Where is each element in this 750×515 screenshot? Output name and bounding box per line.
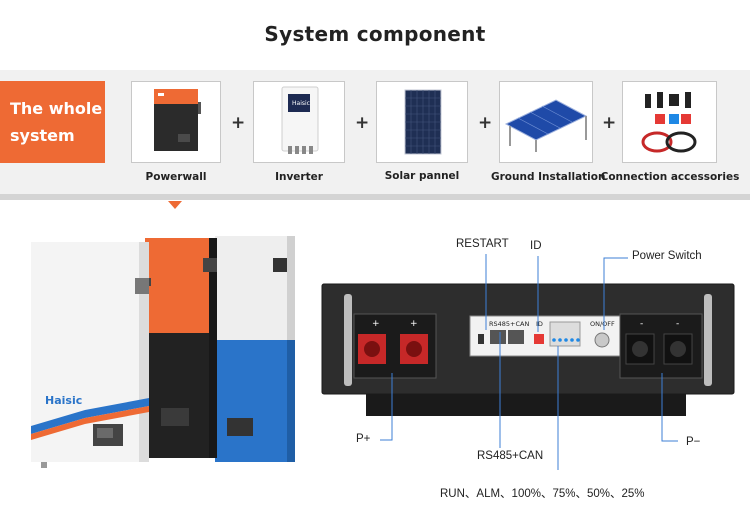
inverter-logo-text: Haisic	[292, 100, 310, 107]
connection-accessories-card[interactable]	[622, 81, 717, 163]
connection-accessories-thumb-image	[641, 92, 697, 153]
powerwall-card[interactable]	[131, 81, 221, 163]
id-port-label: ID	[536, 320, 543, 328]
port-minus-2: -	[676, 319, 679, 329]
component-label-connection-accessories: Connection accessories	[600, 171, 740, 183]
callout-p-minus: P−	[686, 436, 701, 448]
whole-system-line2: system	[10, 126, 75, 145]
port-plus-1: +	[372, 319, 380, 329]
callout-rs485-can: RS485+CAN	[477, 450, 544, 462]
plus-sign: +	[602, 113, 617, 133]
component-label-inverter: Inverter	[275, 171, 323, 183]
plus-sign: +	[478, 113, 493, 133]
component-label-solar-panel: Solar pannel	[384, 170, 460, 182]
ground-installation-thumb-image	[504, 99, 588, 152]
port-plus-2: +	[410, 319, 418, 329]
battery-front-panel-image: + + RS485+CAN ID ON/OFF - -	[321, 283, 735, 416]
callout-p-plus: P+	[356, 433, 371, 445]
callout-restart: RESTART	[456, 238, 509, 250]
port-minus-1: -	[640, 319, 643, 329]
brand-logo-text: Haisic	[45, 394, 82, 407]
whole-system-label: The whole system	[10, 95, 105, 149]
callout-id: ID	[530, 240, 542, 252]
band-divider	[0, 194, 750, 200]
ground-installation-card[interactable]	[499, 81, 593, 163]
switch-label: ON/OFF	[590, 320, 615, 328]
whole-system-block	[0, 81, 105, 163]
callout-indicators: RUN、ALM、100%、75%、50%、25%	[440, 488, 645, 500]
selected-indicator-icon	[168, 201, 182, 209]
component-label-powerwall: Powerwall	[145, 171, 207, 183]
solar-panel-card[interactable]	[376, 81, 468, 163]
rs485-port-label: RS485+CAN	[489, 320, 529, 328]
solar-panel-thumb-image	[404, 89, 442, 155]
inverter-card[interactable]: Haisic	[253, 81, 345, 163]
plus-sign: +	[231, 113, 246, 133]
callout-power-switch: Power Switch	[632, 250, 702, 262]
component-label-ground-installation: Ground Installation	[491, 171, 606, 183]
powerwall-thumb-image	[154, 89, 201, 151]
page-title: System component	[264, 22, 486, 46]
plus-sign: +	[355, 113, 370, 133]
whole-system-line1: The whole	[10, 99, 103, 118]
powerwall-product-image: Haisic	[31, 236, 295, 468]
inverter-thumb-image: Haisic	[281, 86, 319, 154]
